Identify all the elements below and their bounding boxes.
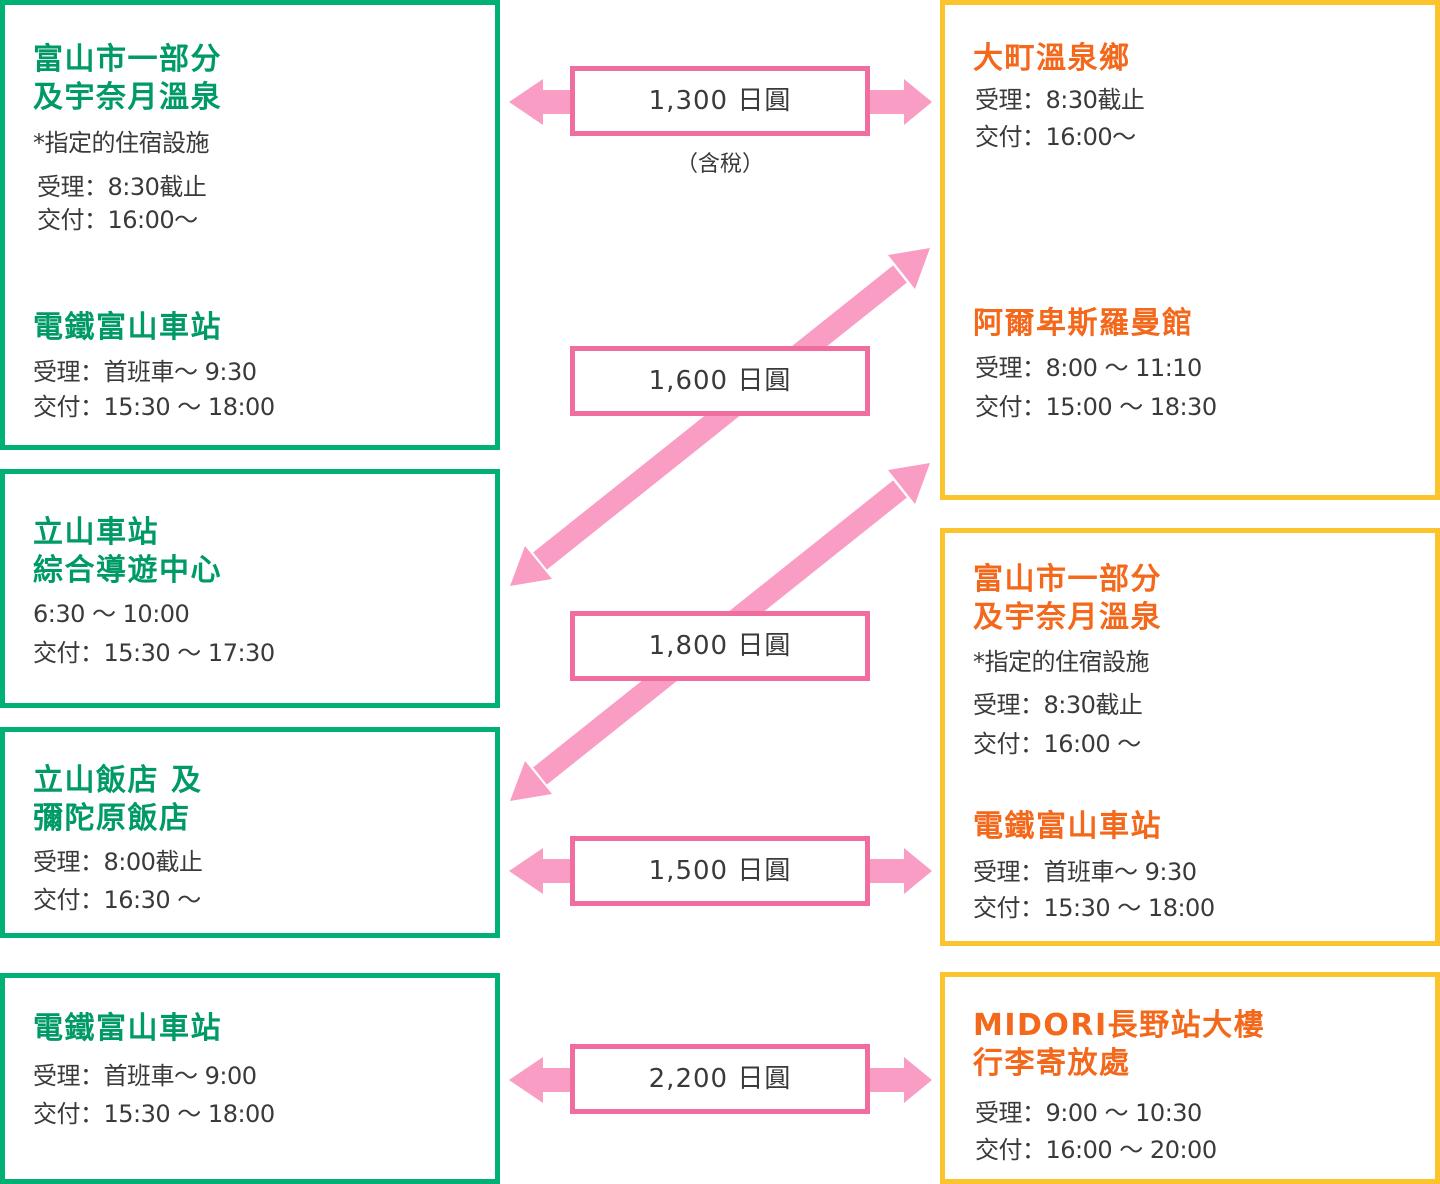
right-box2-sec2-accept: 受理：首班車～ 9:30 (973, 858, 1197, 886)
left-box1-sec2-title: 電鐵富山車站 (33, 310, 222, 345)
left-box3-title-line1: 立山飯店 及 (33, 763, 203, 798)
double-arrow-1500 (509, 848, 932, 894)
left-box3-accept: 受理：8:00截止 (33, 848, 203, 876)
diagonal-arrow-1600-head-top (888, 248, 930, 289)
price-1500: 1,500 日圓 (570, 836, 870, 906)
right-box1-deliver: 交付：16:00～ (975, 123, 1136, 151)
right-box1-sec2-title: 阿爾卑斯羅曼館 (973, 306, 1194, 341)
left-box1-accept: 受理：8:30截止 (37, 173, 207, 201)
right-box-toyama-unazuki: 富山市一部分 及宇奈月溫泉 *指定的住宿設施 受理：8:30截止 交付：16:0… (940, 528, 1440, 946)
right-box1-title: 大町溫泉鄉 (973, 41, 1131, 76)
left-box2-title-line2: 綜合導遊中心 (33, 553, 222, 588)
left-box1-sec2-accept: 受理：首班車～ 9:30 (33, 358, 257, 386)
left-box4-deliver: 交付：15:30 ～ 18:00 (33, 1100, 275, 1128)
diagonal-arrow-1600-head-bottom (510, 546, 552, 586)
right-box1-accept: 受理：8:30截止 (975, 86, 1145, 114)
left-box-toyama-unazuki: 富山市一部分 及宇奈月溫泉 *指定的住宿設施 受理：8:30截止 交付：16:0… (0, 0, 500, 450)
right-box2-title-line1: 富山市一部分 (973, 562, 1162, 597)
right-box3-title-line1: MIDORI長野站大樓 (973, 1008, 1266, 1043)
right-box2-accept: 受理：8:30截止 (973, 691, 1143, 719)
price-2200: 2,200 日圓 (570, 1044, 870, 1114)
price-1300: 1,300 日圓 (570, 66, 870, 136)
diagonal-arrow-1800-head-top (888, 463, 930, 504)
left-box1-deliver: 交付：16:00～ (37, 206, 198, 234)
price-tax-note: （含稅） (675, 152, 764, 177)
right-box1-sec2-deliver: 交付：15:00 ～ 18:30 (975, 393, 1217, 421)
double-arrow-2200 (509, 1057, 932, 1103)
right-box2-note: *指定的住宿設施 (973, 648, 1150, 676)
left-box1-title-line2: 及宇奈月溫泉 (33, 80, 222, 115)
left-box-tateyama-station: 立山車站 綜合導遊中心 6:30 ～ 10:00 交付：15:30 ～ 17:3… (0, 469, 500, 708)
right-box1-sec2-accept: 受理：8:00 ～ 11:10 (975, 354, 1202, 382)
right-box2-deliver: 交付：16:00 ～ (973, 730, 1141, 758)
left-box1-sec2-deliver: 交付：15:30 ～ 18:00 (33, 393, 275, 421)
right-box2-sec2-title: 電鐵富山車站 (973, 809, 1162, 844)
left-box3-title-line2: 彌陀原飯店 (33, 801, 191, 836)
left-box2-title-line1: 立山車站 (33, 515, 159, 550)
left-box-dentetsu-toyama: 電鐵富山車站 受理：首班車～ 9:00 交付：15:30 ～ 18:00 (0, 973, 500, 1184)
left-box2-deliver: 交付：15:30 ～ 17:30 (33, 639, 275, 667)
right-box3-accept: 受理：9:00 ～ 10:30 (975, 1099, 1202, 1127)
price-1800: 1,800 日圓 (570, 611, 870, 681)
right-box3-title-line2: 行李寄放處 (973, 1046, 1131, 1081)
right-box2-sec2-deliver: 交付：15:30 ～ 18:00 (973, 894, 1215, 922)
left-box3-deliver: 交付：16:30 ～ (33, 886, 201, 914)
diagonal-arrow-1800-head-bottom (510, 761, 552, 801)
double-arrow-1300 (509, 79, 932, 125)
left-box1-note: *指定的住宿設施 (33, 129, 210, 157)
left-box4-accept: 受理：首班車～ 9:00 (33, 1062, 257, 1090)
diagonal-arrow-1600-shaft (533, 265, 907, 570)
left-box1-title-line1: 富山市一部分 (33, 42, 222, 77)
left-box-tateyama-hotel: 立山飯店 及 彌陀原飯店 受理：8:00截止 交付：16:30 ～ (0, 727, 500, 938)
right-box-midori-nagano: MIDORI長野站大樓 行李寄放處 受理：9:00 ～ 10:30 交付：16:… (940, 972, 1440, 1184)
right-box2-title-line2: 及宇奈月溫泉 (973, 600, 1162, 635)
right-box3-deliver: 交付：16:00 ～ 20:00 (975, 1136, 1217, 1164)
left-box4-title: 電鐵富山車站 (33, 1011, 222, 1046)
right-box-omachi: 大町溫泉鄉 受理：8:30截止 交付：16:00～ 阿爾卑斯羅曼館 受理：8:0… (940, 0, 1440, 500)
left-box2-accept: 6:30 ～ 10:00 (33, 600, 190, 628)
price-1600: 1,600 日圓 (570, 346, 870, 416)
